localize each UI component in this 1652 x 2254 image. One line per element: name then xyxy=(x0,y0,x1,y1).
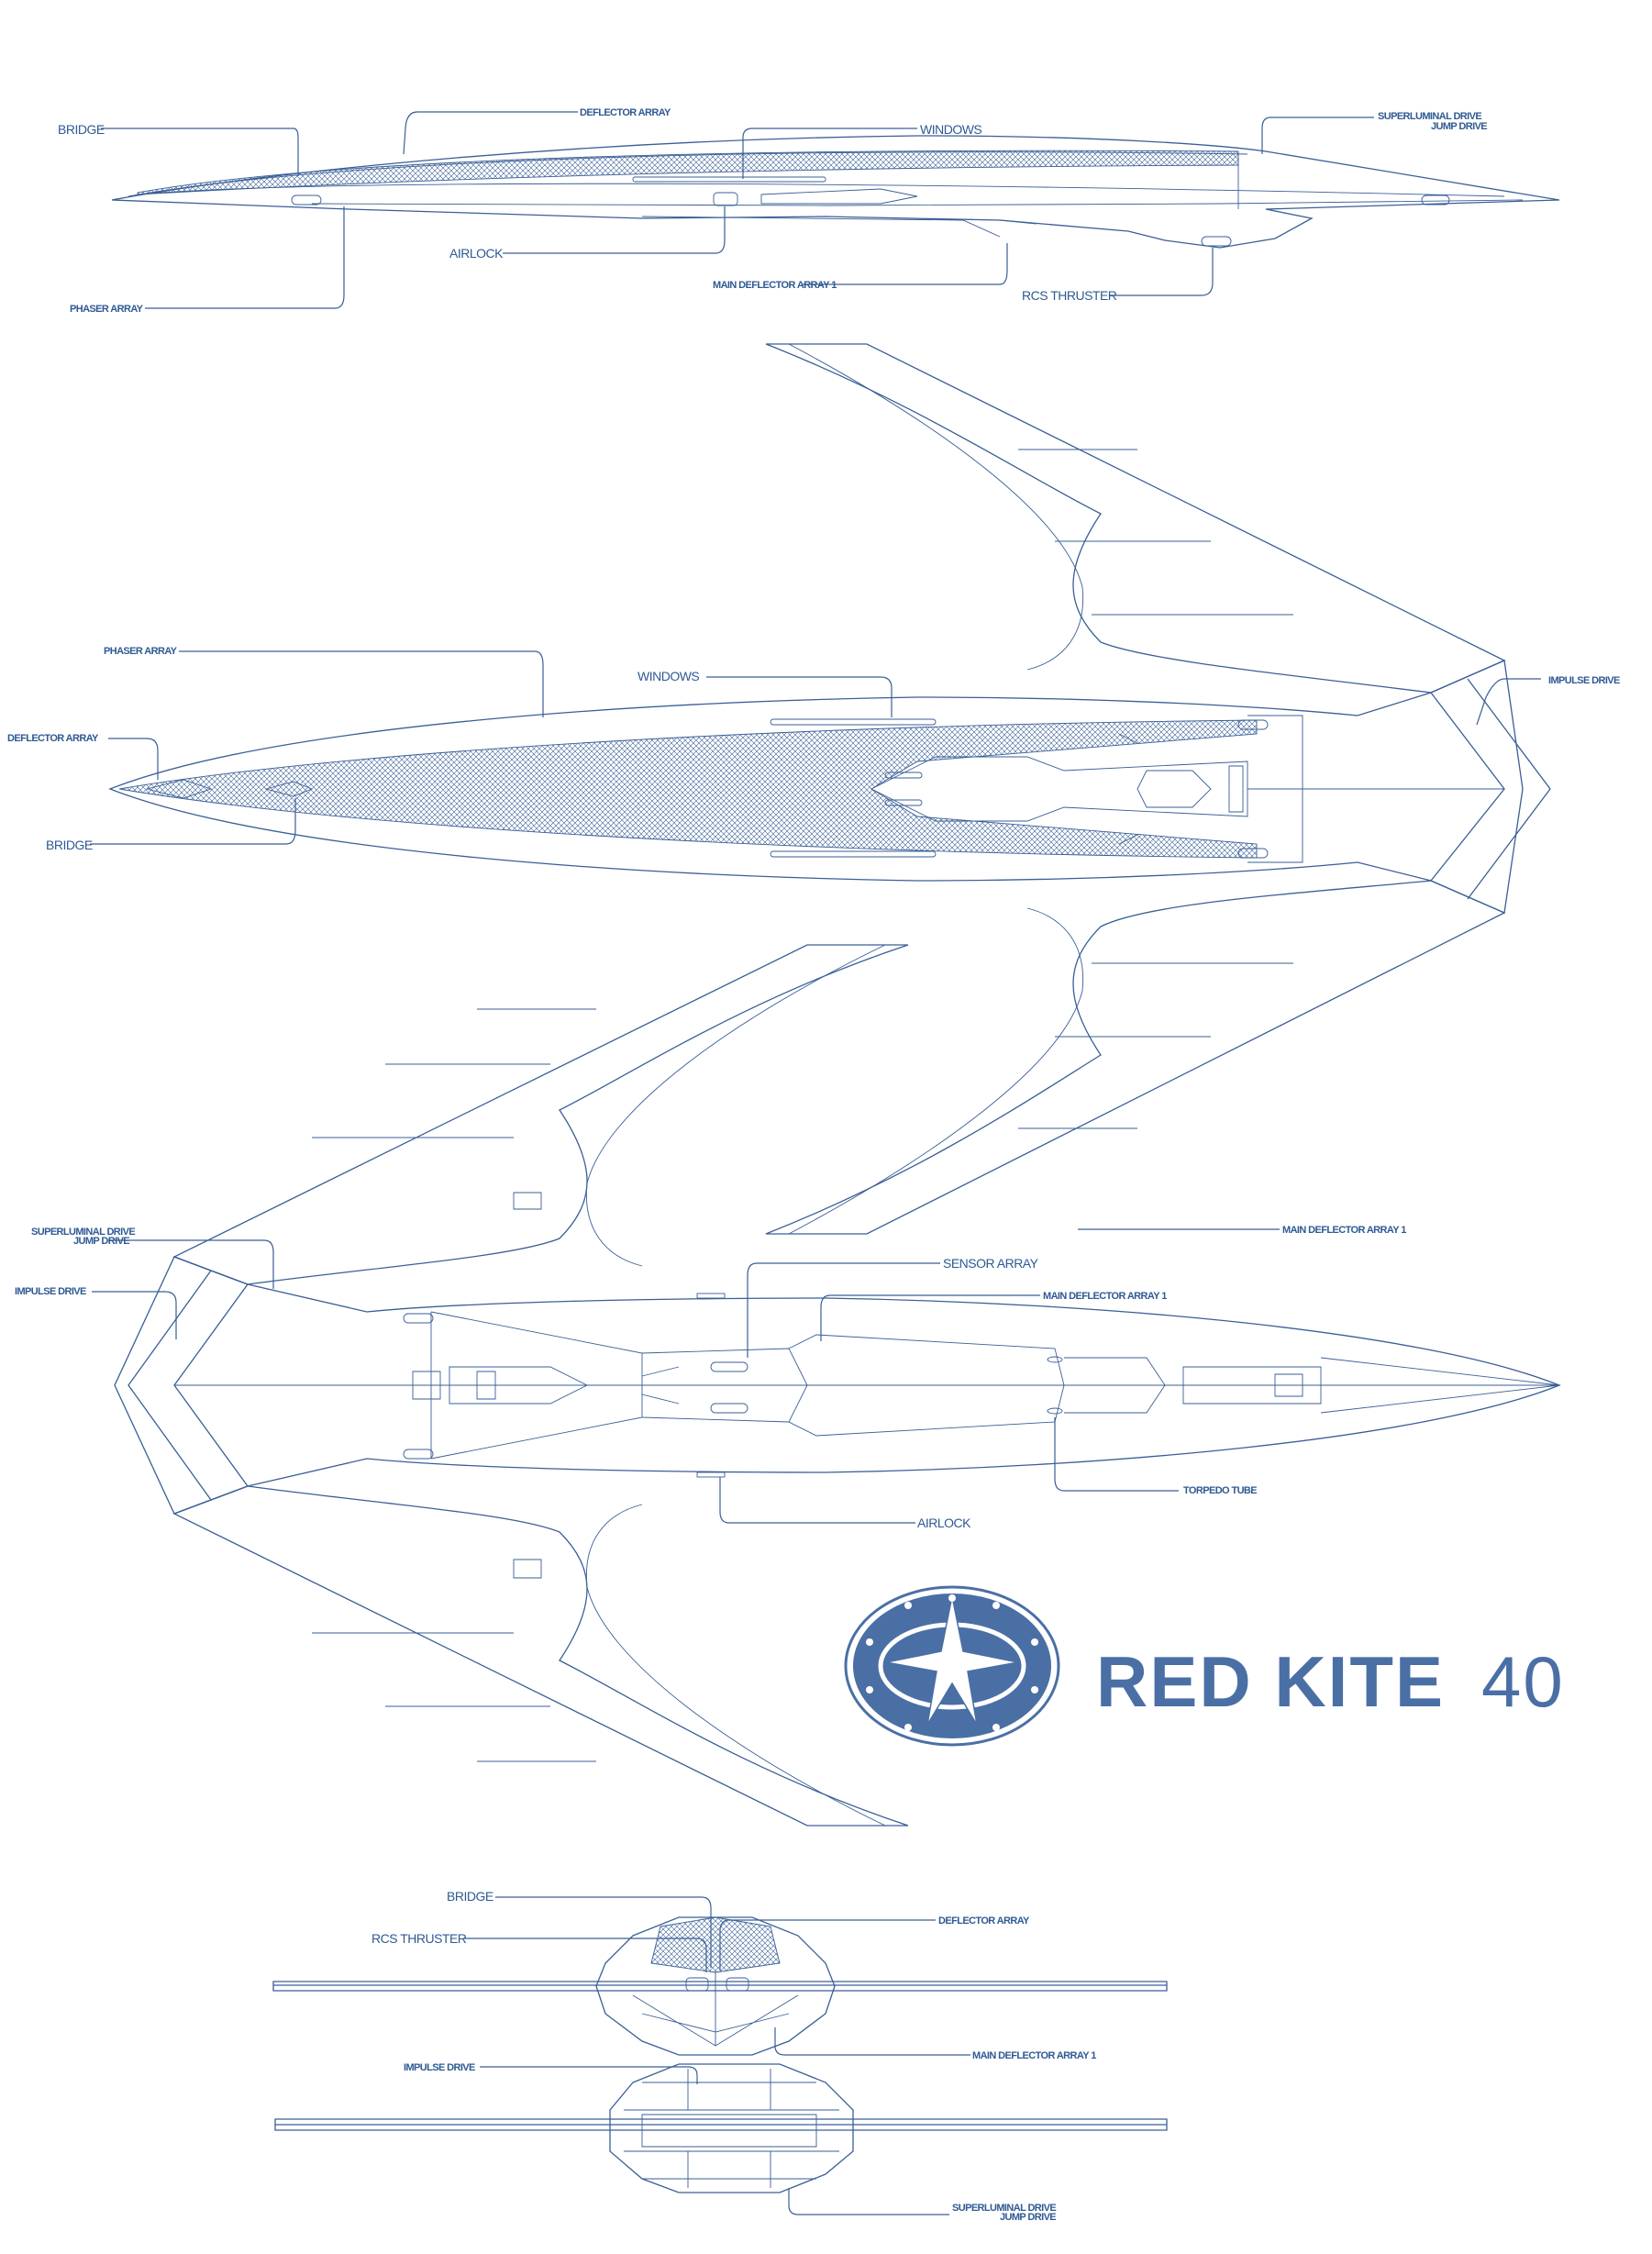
top-hatched-spine xyxy=(118,719,1258,859)
front-view-leaders xyxy=(463,1896,970,2056)
side-label-main-deflector-array: MAIN DEFLECTOR ARRAY 1 xyxy=(713,280,837,291)
top-view xyxy=(108,343,1551,1235)
front-label-rcs-thruster: RCS THRUSTER xyxy=(371,1931,467,1946)
top-thrusters xyxy=(884,719,1269,859)
bottom-view-leaders xyxy=(92,1228,1280,1524)
front-view-labels: BRIDGE RCS THRUSTER DEFLECTOR ARRAY MAIN… xyxy=(371,1889,1097,2061)
top-engine-block xyxy=(870,756,1248,822)
top-label-phaser-array: PHASER ARRAY xyxy=(104,646,178,657)
bottom-label-torpedo-tube: TORPEDO TUBE xyxy=(1183,1485,1257,1496)
top-label-deflector-array: DEFLECTOR ARRAY xyxy=(7,733,99,744)
side-label-superluminal-drive: SUPERLUMINAL DRIVE xyxy=(1378,111,1481,122)
title-number: 40 xyxy=(1481,1641,1565,1722)
side-engine-nacelle xyxy=(760,151,1239,209)
top-tail-panels xyxy=(1118,715,1504,863)
bottom-label-superluminal-drive: SUPERLUMINAL DRIVE xyxy=(31,1227,135,1238)
top-upper-wing xyxy=(765,343,1506,694)
front-label-bridge: BRIDGE xyxy=(447,1889,493,1904)
rear-wing-bar xyxy=(274,2118,1168,2131)
rear-label-jump-drive: JUMP DRIVE xyxy=(1000,2212,1056,2223)
front-hull-inner xyxy=(632,1972,799,2047)
rear-view-leaders xyxy=(480,2066,949,2215)
rear-view xyxy=(274,2063,1168,2193)
stars-ring xyxy=(866,1594,1038,1731)
side-window-row xyxy=(632,176,826,183)
side-label-deflector-array: DEFLECTOR ARRAY xyxy=(580,107,671,118)
front-thrusters xyxy=(685,1977,749,1992)
bottom-thrusters xyxy=(403,1293,1063,1478)
rear-view-labels: IMPULSE DRIVE SUPERLUMINAL DRIVE JUMP DR… xyxy=(404,2062,1057,2223)
front-view xyxy=(272,1916,1168,2056)
side-view xyxy=(111,135,1560,249)
side-label-phaser-array: PHASER ARRAY xyxy=(70,304,144,315)
side-label-jump-drive: JUMP DRIVE xyxy=(1431,121,1487,132)
side-view-leaders xyxy=(101,111,1374,309)
top-lower-wing xyxy=(765,880,1506,1235)
logo-emblem xyxy=(844,1585,1060,1747)
bottom-view xyxy=(114,944,1561,1827)
side-rcs-pods xyxy=(291,192,1450,247)
bottom-upper-wing-inner xyxy=(312,944,886,1267)
rear-label-superluminal-drive: SUPERLUMINAL DRIVE xyxy=(952,2203,1056,2214)
side-label-bridge: BRIDGE xyxy=(58,122,105,137)
side-label-airlock: AIRLOCK xyxy=(449,246,504,261)
front-wing-bar xyxy=(272,1981,1168,1992)
side-view-labels: BRIDGE DEFLECTOR ARRAY WINDOWS SUPERLUMI… xyxy=(58,107,1488,315)
bottom-engine-room xyxy=(412,1366,680,1405)
rear-hull-inner xyxy=(624,2069,839,2188)
front-label-main-deflector-array: MAIN DEFLECTOR ARRAY 1 xyxy=(972,2050,1096,2061)
bottom-label-airlock: AIRLOCK xyxy=(917,1516,971,1530)
bottom-label-main-deflector-array-right: MAIN DEFLECTOR ARRAY 1 xyxy=(1282,1225,1406,1236)
top-view-leaders xyxy=(90,650,1541,845)
top-label-bridge: BRIDGE xyxy=(46,838,93,852)
bottom-label-impulse-drive: IMPULSE DRIVE xyxy=(15,1286,86,1297)
top-windows-rows xyxy=(770,718,937,858)
star-emblem-icon xyxy=(885,1595,1019,1726)
top-nose-bridge xyxy=(146,779,314,799)
title-name: RED KITE xyxy=(1096,1641,1445,1722)
top-lower-wing-inner xyxy=(788,907,1293,1235)
page-title: RED KITE 40 xyxy=(1096,1641,1565,1722)
bottom-label-main-deflector-array: MAIN DEFLECTOR ARRAY 1 xyxy=(1043,1291,1167,1302)
side-label-rcs-thruster: RCS THRUSTER xyxy=(1022,288,1117,303)
front-hatched-canopy xyxy=(650,1916,781,1973)
bottom-view-labels: MAIN DEFLECTOR ARRAY 1 SUPERLUMINAL DRIV… xyxy=(15,1225,1407,1530)
bottom-hull-panels xyxy=(174,1311,1560,1460)
bottom-label-jump-drive: JUMP DRIVE xyxy=(73,1236,129,1247)
top-fuselage xyxy=(108,660,1524,914)
bottom-fuselage xyxy=(114,1256,1561,1515)
front-hull xyxy=(595,1916,836,2056)
top-upper-wing-inner xyxy=(788,343,1293,671)
rear-label-impulse-drive: IMPULSE DRIVE xyxy=(404,2062,475,2073)
bottom-lower-wing-inner xyxy=(312,1504,886,1827)
rear-hull xyxy=(609,2063,854,2193)
side-lower-keel xyxy=(311,199,1524,238)
top-label-windows: WINDOWS xyxy=(638,669,699,683)
bottom-lower-wing xyxy=(172,1485,909,1827)
top-view-labels: PHASER ARRAY WINDOWS DEFLECTOR ARRAY BRI… xyxy=(7,646,1621,852)
front-label-deflector-array: DEFLECTOR ARRAY xyxy=(938,1915,1030,1926)
top-label-impulse-drive: IMPULSE DRIVE xyxy=(1548,675,1620,686)
bottom-label-sensor-array: SENSOR ARRAY xyxy=(943,1256,1039,1271)
side-label-windows: WINDOWS xyxy=(920,122,981,137)
